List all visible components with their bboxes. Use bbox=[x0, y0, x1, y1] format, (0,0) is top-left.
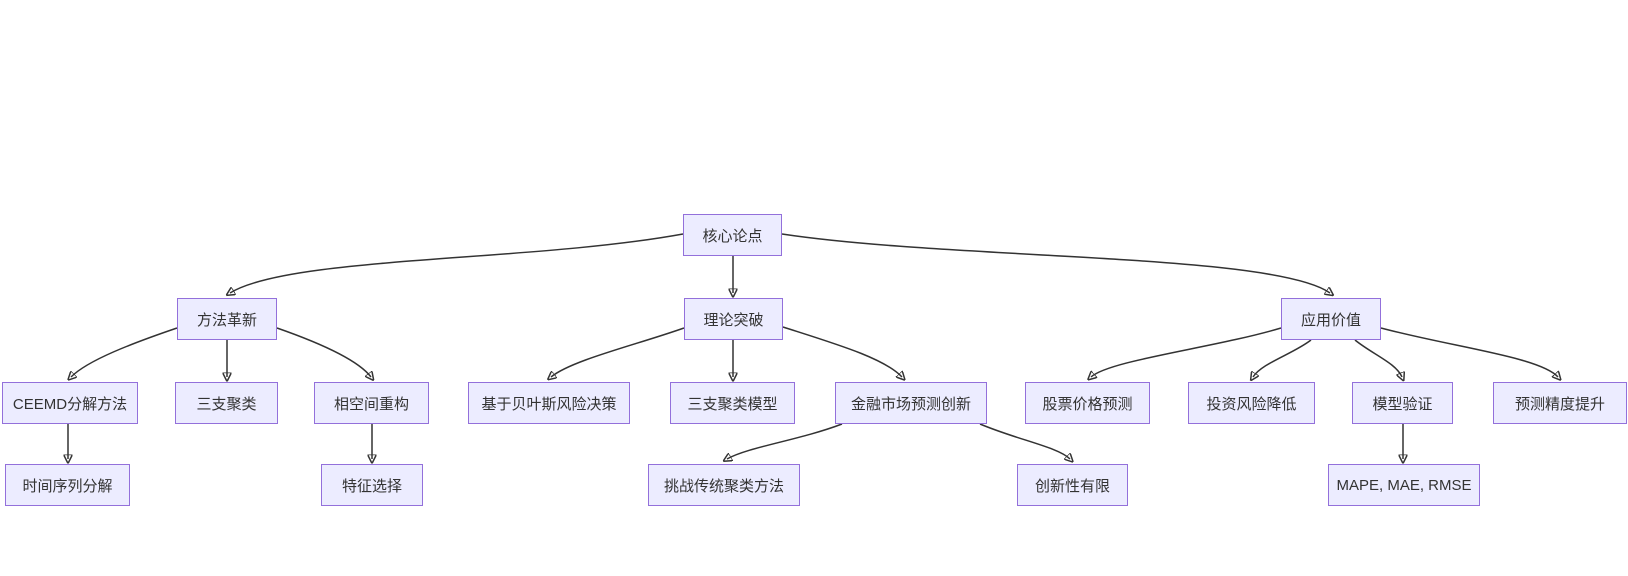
edge-theory-bayes bbox=[551, 327, 685, 377]
node-theory-breakthrough: 理论突破 bbox=[684, 298, 783, 340]
edge-value-modelval bbox=[1354, 339, 1402, 377]
node-method-innovation: 方法革新 bbox=[177, 298, 277, 340]
edge-value-risk bbox=[1253, 339, 1312, 377]
node-three-way-clustering: 三支聚类 bbox=[175, 382, 278, 424]
edge-method-phase bbox=[276, 327, 371, 377]
edge-finmarket-limited bbox=[979, 423, 1070, 459]
edge-core-value bbox=[781, 233, 1330, 293]
node-ceemd-decomposition: CEEMD分解方法 bbox=[2, 382, 138, 424]
node-application-value: 应用价值 bbox=[1281, 298, 1381, 340]
node-stock-price-forecast: 股票价格预测 bbox=[1025, 382, 1150, 424]
node-forecast-precision-improvement: 预测精度提升 bbox=[1493, 382, 1627, 424]
node-time-series-decomposition: 时间序列分解 bbox=[5, 464, 130, 506]
edge-value-stock bbox=[1091, 327, 1282, 377]
node-model-validation: 模型验证 bbox=[1352, 382, 1453, 424]
node-core-thesis: 核心论点 bbox=[683, 214, 782, 256]
edge-core-method bbox=[230, 233, 684, 293]
node-challenge-traditional-clustering: 挑战传统聚类方法 bbox=[648, 464, 800, 506]
node-metrics-mape-mae-rmse: MAPE, MAE, RMSE bbox=[1328, 464, 1480, 506]
edge-theory-finmarket bbox=[782, 326, 902, 377]
edge-method-ceemd bbox=[71, 327, 178, 377]
node-limited-innovation: 创新性有限 bbox=[1017, 464, 1128, 506]
node-bayesian-risk-decision: 基于贝叶斯风险决策 bbox=[468, 382, 630, 424]
node-phase-space-reconstruction: 相空间重构 bbox=[314, 382, 429, 424]
node-investment-risk-reduction: 投资风险降低 bbox=[1188, 382, 1315, 424]
node-feature-selection: 特征选择 bbox=[321, 464, 423, 506]
edge-finmarket-challenge bbox=[727, 423, 843, 459]
node-three-way-clustering-model: 三支聚类模型 bbox=[670, 382, 795, 424]
edge-value-precision bbox=[1380, 327, 1558, 377]
node-financial-market-forecast-innovation: 金融市场预测创新 bbox=[835, 382, 987, 424]
